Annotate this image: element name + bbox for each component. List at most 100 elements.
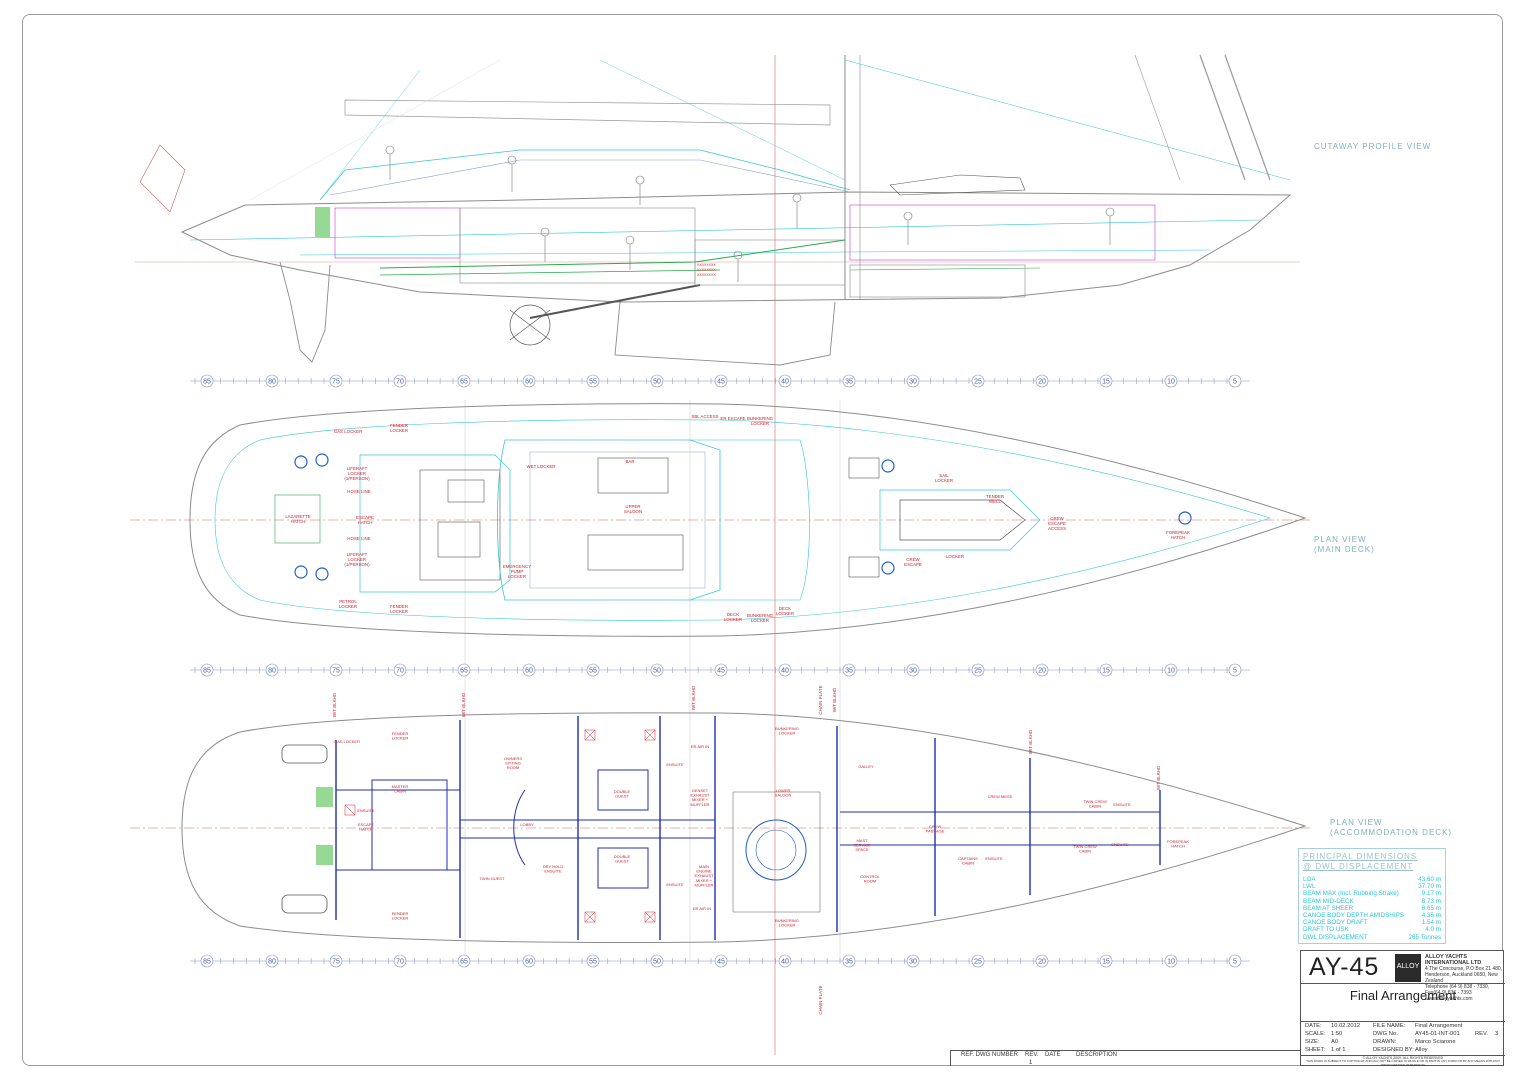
- frame-number: 40: [781, 668, 789, 675]
- main-deck-label-sbl-access: SBL ACCESS: [691, 414, 718, 419]
- principal-dimensions-table: PRINCIPAL DIMENSIONS @ DWL DISPLACEMENT …: [1298, 848, 1446, 944]
- principal-dimensions-subtitle: @ DWL DISPLACEMENT: [1303, 862, 1414, 871]
- frame-number: 5: [1233, 379, 1237, 386]
- bulkhead-label: CHAIN PLATE: [818, 685, 823, 714]
- frame-number: 75: [332, 379, 340, 386]
- bulkhead-label: W/T BLKHD: [1028, 729, 1033, 754]
- ref-dwg-header: REF. DWG NUMBER: [961, 1052, 1018, 1058]
- frame-marker: [1164, 954, 1178, 968]
- frame-marker: [586, 663, 600, 677]
- frame-number: 45: [717, 668, 725, 675]
- rev-number: 1: [1029, 1060, 1033, 1066]
- accom-label-galley: GALLEY: [858, 764, 874, 769]
- frame-number: 50: [653, 379, 661, 386]
- dimension-value: 1.54 m: [1421, 919, 1441, 927]
- main-deck-hull: [189, 403, 1307, 637]
- frame-number: 75: [332, 959, 340, 966]
- frame-number: 35: [845, 379, 853, 386]
- frame-marker: [265, 663, 279, 677]
- dwg-label: DWG No.: [1373, 1031, 1398, 1037]
- lower-saloon-table: [745, 819, 807, 881]
- dimension-value: 8.65 m: [1421, 904, 1441, 912]
- frame-marker: [650, 663, 664, 677]
- frame-marker: [393, 663, 407, 677]
- frame-marker: [1164, 663, 1178, 677]
- dimension-label: LOA: [1303, 876, 1316, 883]
- frame-marker: [586, 374, 600, 388]
- dimension-value: 8.73 m: [1421, 897, 1441, 905]
- bulkhead-label: W/T BLKHD: [691, 685, 696, 710]
- frame-marker: [329, 954, 343, 968]
- drawing-title: Final Arrangement: [1349, 988, 1457, 1003]
- frame-marker: [200, 374, 214, 388]
- frame-number: 10: [1167, 959, 1175, 966]
- bulkhead-label: CHAIN PLATE: [818, 985, 823, 1014]
- accom-label-crew-mess: CREW MESS: [988, 794, 1013, 799]
- frame-marker: [522, 663, 536, 677]
- main-deck-label-hose-line-1: HOSE LINE: [347, 489, 370, 494]
- frame-marker: [586, 954, 600, 968]
- frame-number: 30: [909, 379, 917, 386]
- frame-marker: [1035, 663, 1049, 677]
- main-deck-label-locker: LOCKER: [946, 554, 964, 559]
- principal-dimensions-title: PRINCIPAL DIMENSIONS: [1303, 852, 1418, 861]
- frame-number: 45: [717, 379, 725, 386]
- frame-marker: [329, 663, 343, 677]
- frame-marker: [650, 374, 664, 388]
- frame-marker: [200, 954, 214, 968]
- frame-marker: [200, 663, 214, 677]
- plan-view-title: PLAN VIEW: [1314, 535, 1367, 544]
- designed-label: DESIGNED BY:: [1373, 1047, 1414, 1053]
- frame-number: 60: [525, 379, 533, 386]
- dwg-value: AY45-01-INT-001: [1415, 1031, 1460, 1037]
- frame-marker: [1035, 374, 1049, 388]
- frame-marker: [457, 663, 471, 677]
- frame-number: 45: [717, 959, 725, 966]
- frame-number: 20: [1038, 959, 1046, 966]
- frame-number: 25: [974, 379, 982, 386]
- accom-label-ensuite-1: ENSUITE: [666, 762, 684, 767]
- frame-number: 35: [845, 959, 853, 966]
- sheet-value: 1 of 1: [1331, 1047, 1346, 1053]
- frame-number: 55: [589, 379, 597, 386]
- scale-label: SCALE:: [1305, 1031, 1326, 1037]
- accom-label-ensuite-c3: ENSUITE: [1111, 842, 1129, 847]
- frame-marker: [1228, 663, 1242, 677]
- size-label: SIZE:: [1305, 1039, 1320, 1045]
- main-deck-label-bar: BAR: [625, 459, 634, 464]
- frame-marker: [778, 374, 792, 388]
- svg-text:XXXXXXXX: XXXXXXXX: [697, 268, 716, 272]
- accom-view-title: PLAN VIEW: [1330, 818, 1383, 827]
- accom-label-er-air-2: ER AIR IN: [693, 906, 711, 911]
- frame-marker: [971, 374, 985, 388]
- profile-keel: [279, 261, 331, 363]
- frame-marker: [393, 954, 407, 968]
- drawing-code: AY-45: [1309, 953, 1380, 981]
- frame-marker: [714, 663, 728, 677]
- frame-number: 85: [203, 668, 211, 675]
- frame-marker: [650, 954, 664, 968]
- dimension-label: LWL: [1303, 883, 1316, 891]
- frame-number: 80: [268, 668, 276, 675]
- dimension-row: LOA 43.60 m: [1303, 876, 1441, 883]
- frame-marker: [265, 954, 279, 968]
- bulkhead-label: W/T BLKHD: [832, 687, 837, 712]
- dimension-value: 43.60 m: [1418, 876, 1441, 883]
